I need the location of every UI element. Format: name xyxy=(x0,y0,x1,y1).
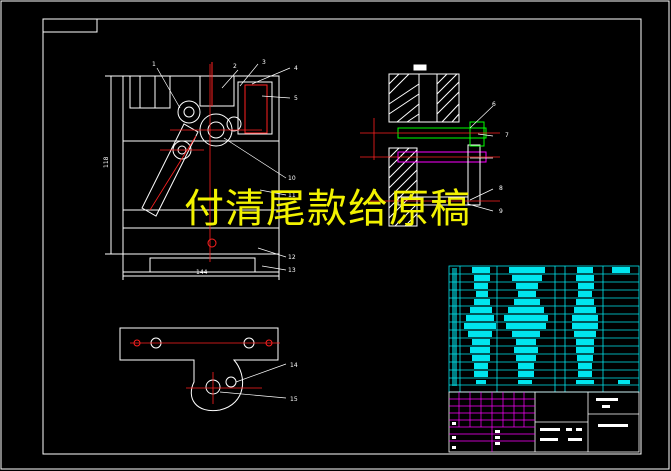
width-dimension: 144 xyxy=(196,269,208,276)
plan-centerlines xyxy=(130,342,280,404)
callout-2: 2 xyxy=(233,63,237,70)
height-dimension: 118 xyxy=(103,156,110,168)
revision-grid xyxy=(449,392,535,452)
callout-6: 6 xyxy=(492,101,496,108)
callout-4: 4 xyxy=(294,65,298,72)
callout-12: 12 xyxy=(288,254,296,261)
title-block xyxy=(448,391,640,453)
title-block-marks xyxy=(452,398,628,449)
callout-1: 1 xyxy=(152,61,156,68)
callout-15: 15 xyxy=(290,396,298,403)
parts-list-entries xyxy=(452,267,630,386)
watermark-text: 付清尾款给原稿 xyxy=(184,186,471,232)
centerlines xyxy=(149,64,262,262)
leader-lines xyxy=(156,63,494,399)
callout-11: 11 xyxy=(288,192,296,199)
callout-9: 9 xyxy=(499,208,503,215)
section-view xyxy=(388,64,487,227)
callout-7: 7 xyxy=(505,132,509,139)
parts-list-table xyxy=(448,265,640,393)
corner-code-box xyxy=(42,18,98,33)
callout-8: 8 xyxy=(499,185,503,192)
front-view xyxy=(105,62,280,280)
callout-10: 10 xyxy=(288,175,296,182)
inner-frame xyxy=(42,18,642,455)
section-centerlines xyxy=(360,118,500,202)
plan-view xyxy=(119,327,279,412)
callout-5: 5 xyxy=(294,95,298,102)
callout-14: 14 xyxy=(290,362,298,369)
callout-3: 3 xyxy=(262,59,266,66)
callout-13: 13 xyxy=(288,267,296,274)
